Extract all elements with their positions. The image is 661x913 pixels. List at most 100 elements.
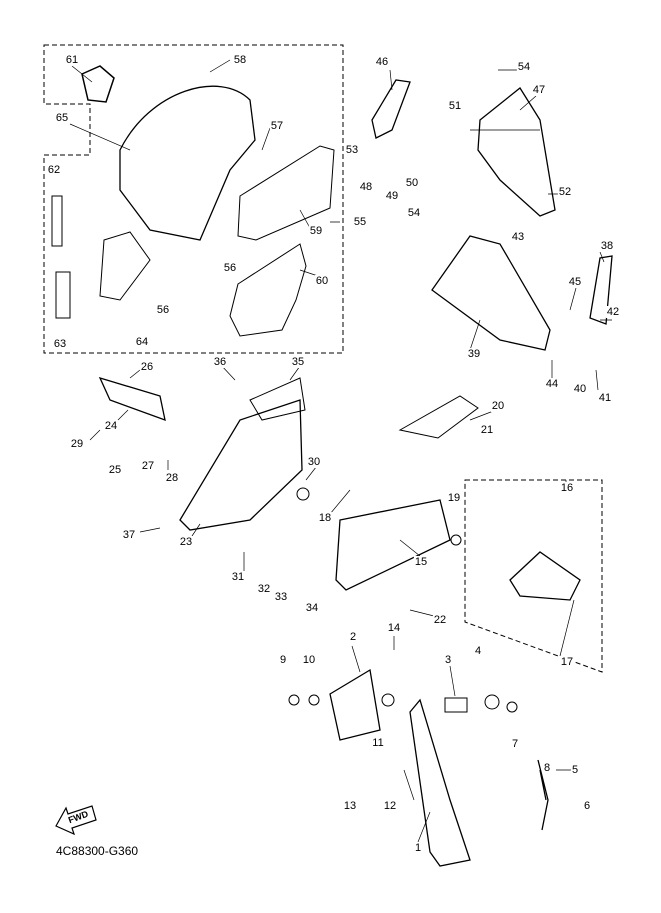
washer-11 [381,693,395,707]
callout-57: 57 [269,120,285,132]
callout-30: 30 [306,456,322,468]
fwd-arrow [55,805,97,836]
sidestand-1 [409,698,471,867]
callout-7: 7 [510,738,520,750]
shift-lever-24 [98,376,166,422]
footrest-46 [371,79,411,139]
callout-52: 52 [557,186,573,198]
callout-37: 37 [121,529,137,541]
callout-40: 40 [572,383,588,395]
callout-58: 58 [232,54,248,66]
footrest-38 [589,255,613,325]
callout-35: 35 [290,356,306,368]
bracket-23 [179,399,303,531]
callout-21: 21 [479,424,495,436]
washer-10 [308,694,320,706]
callout-47: 47 [531,84,547,96]
callout-32: 32 [256,583,272,595]
callout-4: 4 [473,645,483,657]
callout-8: 8 [542,762,552,774]
cover-60 [229,243,307,337]
callout-14: 14 [386,622,402,634]
inner-panel-part [119,85,256,241]
callout-41: 41 [597,392,613,404]
bracket-2 [329,668,381,741]
callout-43: 43 [510,231,526,243]
callout-49: 49 [384,190,400,202]
callout-17: 17 [559,656,575,668]
callout-61: 61 [64,54,80,66]
callout-27: 27 [140,460,156,472]
callout-36: 36 [212,356,228,368]
callout-56: 56 [222,262,238,274]
callout-54b: 54 [406,207,422,219]
callout-42: 42 [605,306,621,318]
callout-60: 60 [314,275,330,287]
bracket-39 [431,235,551,351]
leader-lines [69,59,612,843]
callout-63: 63 [52,338,68,350]
callout-50: 50 [404,177,420,189]
callout-1: 1 [413,842,423,854]
spring-6 [537,759,549,831]
heel-guard-35 [249,377,306,421]
callout-19: 19 [446,492,462,504]
washer-30 [296,487,310,501]
damper-62 [51,195,63,247]
callout-10: 10 [301,654,317,666]
callout-23: 23 [178,536,194,548]
washer-19 [450,534,462,546]
heel-guard-20 [398,395,479,439]
damper-63 [55,271,71,319]
footrest-17 [509,551,581,601]
collar-4 [484,694,500,710]
callout-9: 9 [278,654,288,666]
callout-44: 44 [544,378,560,390]
callout-25: 25 [107,464,123,476]
cover-59 [237,145,335,241]
callout-28: 28 [164,472,180,484]
callout-39: 39 [466,348,482,360]
bolt-3 [444,697,468,713]
callout-45: 45 [567,276,583,288]
bracket-15 [335,499,451,591]
callout-51: 51 [447,100,463,112]
callout-26: 26 [139,361,155,373]
cover-61 [81,65,115,103]
callout-2: 2 [348,631,358,643]
callout-48: 48 [358,181,374,193]
callout-59: 59 [308,225,324,237]
callout-18: 18 [317,512,333,524]
callout-11: 11 [371,737,385,749]
callout-29: 29 [69,438,85,450]
callout-53: 53 [344,144,360,156]
callout-54: 54 [516,61,532,73]
bracket-lower [99,231,151,301]
callout-6: 6 [582,800,592,812]
callout-3: 3 [443,654,453,666]
callout-20: 20 [490,400,506,412]
callout-22: 22 [432,614,448,626]
diagram-code: 4C88300-G360 [56,844,139,858]
callout-31: 31 [230,571,246,583]
group-16-dashed-box [464,479,603,673]
callout-15: 15 [413,556,429,568]
callout-38: 38 [599,240,615,252]
collar-7 [506,701,518,713]
callout-13: 13 [342,800,358,812]
callout-33: 33 [273,591,289,603]
callout-16: 16 [559,482,575,494]
callout-56b: 56 [155,304,171,316]
callout-5: 5 [570,764,580,776]
callout-46: 46 [374,56,390,68]
callout-12: 12 [382,800,398,812]
group-55-dashed-box [43,44,344,354]
callout-34: 34 [304,602,320,614]
nut-9 [288,694,300,706]
callout-24: 24 [103,420,119,432]
callout-55: 55 [352,216,368,228]
bracket-47 [477,87,556,217]
callout-62: 62 [46,164,62,176]
